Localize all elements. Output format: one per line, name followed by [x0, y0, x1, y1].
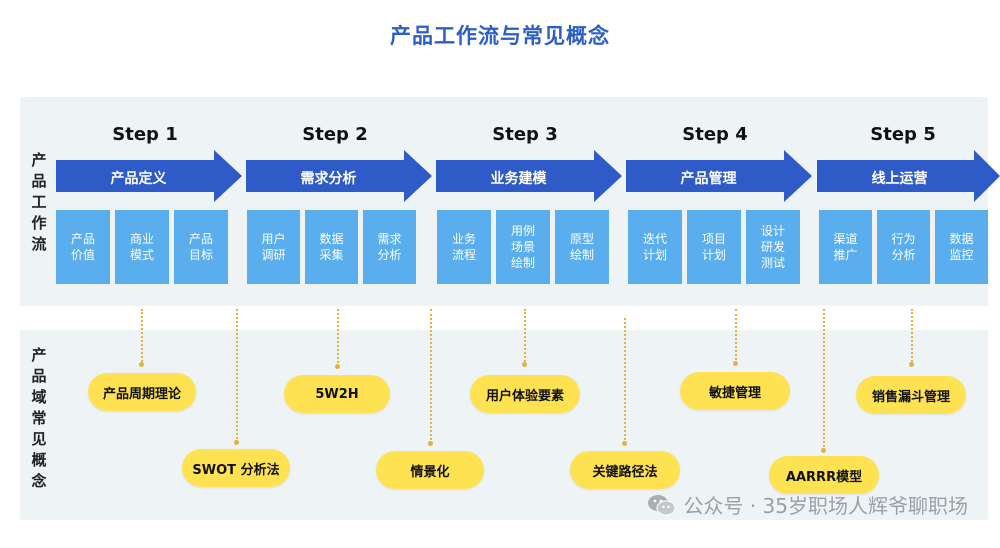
concept-pill-6: 关键路径法	[570, 451, 680, 489]
step-1-name: 产品定义	[110, 171, 167, 187]
step-3-item-3: 原型 绘制	[555, 210, 609, 284]
step-2-item-1: 用户 调研	[247, 210, 300, 284]
connector-8	[823, 309, 825, 451]
connector-5	[524, 309, 526, 365]
step-1-item-1: 产品 价值	[56, 210, 110, 284]
step-2-item-3: 需求 分析	[363, 210, 416, 284]
connector-7-dot	[733, 361, 738, 366]
connector-7	[735, 309, 737, 364]
concept-pill-4: 情景化	[376, 451, 484, 489]
connector-1	[141, 309, 143, 365]
step-5-arrow: 线上运营	[817, 150, 1000, 202]
connector-5-dot	[522, 362, 527, 367]
step-4-arrow: 产品管理	[626, 150, 812, 202]
arrow-shape	[56, 150, 242, 202]
connector-6	[624, 318, 626, 444]
step-4-name: 产品管理	[680, 171, 737, 187]
step-5-title: Step 5	[870, 124, 936, 145]
concept-pill-2: SWOT 分析法	[182, 449, 290, 487]
step-2-name: 需求分析	[300, 171, 357, 187]
watermark: 公众号 · 35岁职场人辉爷聊职场	[647, 490, 968, 519]
watermark-text: 公众号 · 35岁职场人辉爷聊职场	[683, 494, 968, 518]
step-3-name: 业务建模	[490, 171, 547, 187]
step-3-arrow: 业务建模	[436, 150, 622, 202]
step-4-item-1: 迭代 计划	[628, 210, 682, 284]
arrow-shape	[817, 150, 1000, 202]
concept-pill-3: 5W2H	[284, 375, 390, 413]
step-1-item-3: 产品 目标	[174, 210, 228, 284]
concepts-side-label: 产 品 域 常 见 概 念	[31, 346, 47, 490]
step-5-item-1: 渠道 推广	[819, 210, 872, 284]
step-1-title: Step 1	[112, 124, 178, 145]
connector-8-dot	[821, 448, 826, 453]
wechat-icon	[647, 493, 677, 517]
step-1-item-2: 商业 模式	[115, 210, 169, 284]
connector-4	[430, 309, 432, 444]
step-4-title: Step 4	[682, 124, 748, 145]
step-2-item-2: 数据 采集	[305, 210, 358, 284]
step-3-item-1: 业务 流程	[437, 210, 491, 284]
arrow-shape	[246, 150, 432, 202]
arrow-shape	[436, 150, 622, 202]
connector-2-dot	[234, 440, 239, 445]
concept-pill-7: 敏捷管理	[680, 372, 790, 410]
step-3-item-2: 用例 场景 绘制	[496, 210, 550, 284]
step-4-item-3: 设计 研发 测试	[746, 210, 800, 284]
concept-pill-1: 产品周期理论	[88, 373, 196, 411]
connector-3-dot	[335, 364, 340, 369]
concept-pill-8: AARRR模型	[769, 456, 879, 494]
connector-6-dot	[622, 441, 627, 446]
concept-pill-5: 用户体验要素	[470, 375, 580, 413]
step-5-item-3: 数据 监控	[935, 210, 988, 284]
step-3-title: Step 3	[492, 124, 558, 145]
concept-pill-9: 销售漏斗管理	[856, 376, 966, 414]
connector-4-dot	[428, 441, 433, 446]
step-5-item-2: 行为 分析	[877, 210, 930, 284]
connector-2	[236, 309, 238, 443]
step-1-arrow: 产品定义	[56, 150, 242, 202]
step-4-item-2: 项目 计划	[687, 210, 741, 284]
step-2-title: Step 2	[302, 124, 368, 145]
workflow-side-label: 产 品 工 作 流	[31, 151, 47, 253]
connector-1-dot	[139, 362, 144, 367]
connector-9-dot	[909, 362, 914, 367]
page-title: 产品工作流与常见概念	[390, 24, 610, 48]
connector-3	[337, 309, 339, 367]
arrow-shape	[626, 150, 812, 202]
connector-9	[911, 309, 913, 365]
step-2-arrow: 需求分析	[246, 150, 432, 202]
step-5-name: 线上运营	[871, 171, 928, 187]
